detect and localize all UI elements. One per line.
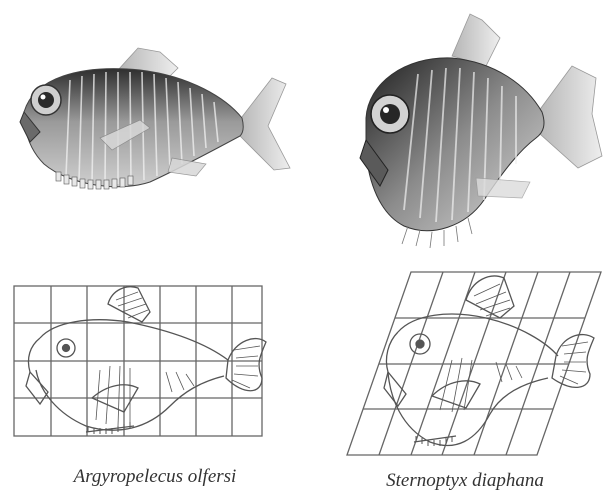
sternoptyx-illustration xyxy=(360,14,602,248)
caption-sternoptyx-diaphana: Sternoptyx diaphana xyxy=(350,470,580,492)
caption-argyropelecus-olfersi: Argyropelecus olfersi xyxy=(40,466,270,488)
rectangular-coordinate-grid xyxy=(14,286,262,436)
sheared-coordinate-grid xyxy=(347,272,601,455)
argyropelecus-illustration xyxy=(20,48,290,189)
argyropelecus-grid-diagram xyxy=(14,286,266,436)
sternoptyx-outline xyxy=(384,276,594,446)
sternoptyx-grid-diagram xyxy=(347,272,601,455)
